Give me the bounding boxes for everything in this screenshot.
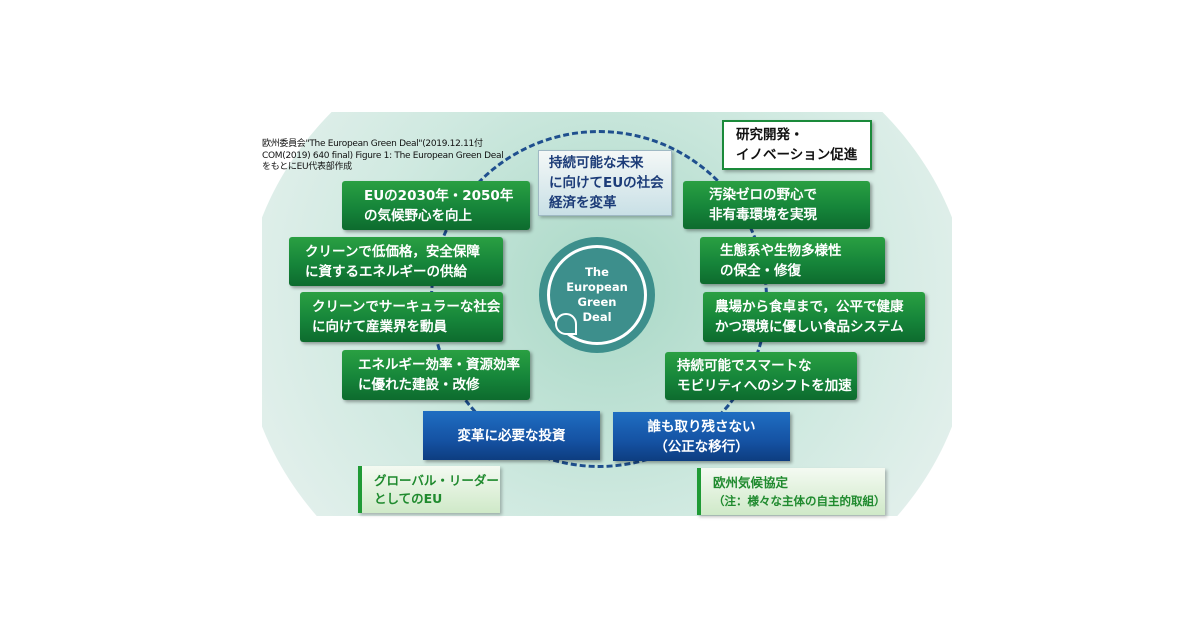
box-line: 持続可能な未来 bbox=[549, 155, 644, 171]
right-item-box: 持続可能でスマートなモビリティへのシフトを加速 bbox=[665, 352, 857, 400]
box-line: イノベーション促進 bbox=[736, 147, 858, 163]
box-line: に優れた建設・改修 bbox=[358, 377, 480, 393]
investment-box: 変革に必要な投資 bbox=[423, 411, 600, 460]
research-box: 研究開発・ イノベーション促進 bbox=[722, 120, 872, 170]
box-line: 誰も取り残さない bbox=[647, 418, 756, 435]
box-line: 経済を変革 bbox=[549, 195, 617, 211]
box-line: （公正な移行） bbox=[654, 438, 749, 455]
source-line: をもとにEU代表部作成 bbox=[262, 162, 352, 172]
box-line: に資するエネルギーの供給 bbox=[305, 263, 467, 280]
source-line: COM(2019) 640 final) Figure 1: The Europ… bbox=[262, 150, 504, 161]
box-line: クリーンでサーキュラーな社会 bbox=[312, 299, 501, 315]
box-line: グローバル・リーダー bbox=[374, 472, 499, 488]
left-item-box: EUの2030年・2050年の気候野心を向上 bbox=[342, 181, 530, 230]
box-line: 変革に必要な投資 bbox=[457, 427, 566, 444]
core-line: European bbox=[566, 280, 628, 294]
box-line: モビリティへのシフトを加速 bbox=[677, 378, 852, 394]
box-line: （注：様々な主体の自主的取組） bbox=[713, 493, 886, 508]
box-line: 汚染ゼロの野心で bbox=[709, 187, 817, 203]
box-line: に向けてEUの社会 bbox=[549, 175, 664, 191]
box-line: EUの2030年・2050年 bbox=[364, 187, 514, 204]
left-item-box: エネルギー効率・資源効率に優れた建設・改修 bbox=[342, 350, 530, 400]
green-deal-core: The European Green Deal bbox=[539, 237, 655, 353]
box-line: クリーンで低価格，安全保障 bbox=[305, 243, 480, 260]
box-line: に向けて産業界を動員 bbox=[312, 319, 447, 335]
left-item-box: クリーンでサーキュラーな社会に向けて産業界を動員 bbox=[300, 292, 503, 342]
source-line: 欧州委員会"The European Green Deal"(2019.12.1… bbox=[262, 139, 483, 149]
box-line: 生態系や生物多様性 bbox=[720, 242, 842, 259]
leaf-icon bbox=[555, 313, 577, 335]
box-line: 持続可能でスマートな bbox=[677, 358, 812, 374]
box-line: としてのEU bbox=[374, 490, 443, 506]
top-goal-box: 持続可能な未来 に向けてEUの社会 経済を変革 bbox=[538, 150, 672, 216]
source-note: 欧州委員会"The European Green Deal"(2019.12.1… bbox=[262, 139, 504, 174]
left-item-box: クリーンで低価格，安全保障に資するエネルギーの供給 bbox=[289, 237, 503, 286]
global-leader-box: グローバル・リーダーとしてのEU bbox=[358, 466, 500, 513]
box-line: かつ環境に優しい食品システム bbox=[715, 319, 904, 335]
right-item-box: 汚染ゼロの野心で非有毒環境を実現 bbox=[683, 181, 870, 229]
right-item-box: 農場から食卓まで，公平で健康かつ環境に優しい食品システム bbox=[703, 292, 925, 342]
core-line: The bbox=[585, 265, 609, 279]
just-transition-box: 誰も取り残さない （公正な移行） bbox=[613, 412, 790, 461]
core-line: Green bbox=[577, 295, 617, 309]
box-line: エネルギー効率・資源効率 bbox=[358, 357, 520, 373]
box-line: 研究開発・ bbox=[736, 127, 804, 143]
core-line: Deal bbox=[582, 310, 612, 324]
box-line: の気候野心を向上 bbox=[364, 207, 472, 224]
box-line: 欧州気候協定 bbox=[713, 474, 789, 490]
climate-pact-box: 欧州気候協定 （注：様々な主体の自主的取組） bbox=[697, 468, 886, 515]
box-line: 非有毒環境を実現 bbox=[709, 207, 817, 223]
box-line: の保全・修復 bbox=[720, 262, 801, 279]
box-line: 農場から食卓まで，公平で健康 bbox=[715, 299, 904, 315]
right-item-box: 生態系や生物多様性の保全・修復 bbox=[700, 237, 885, 284]
